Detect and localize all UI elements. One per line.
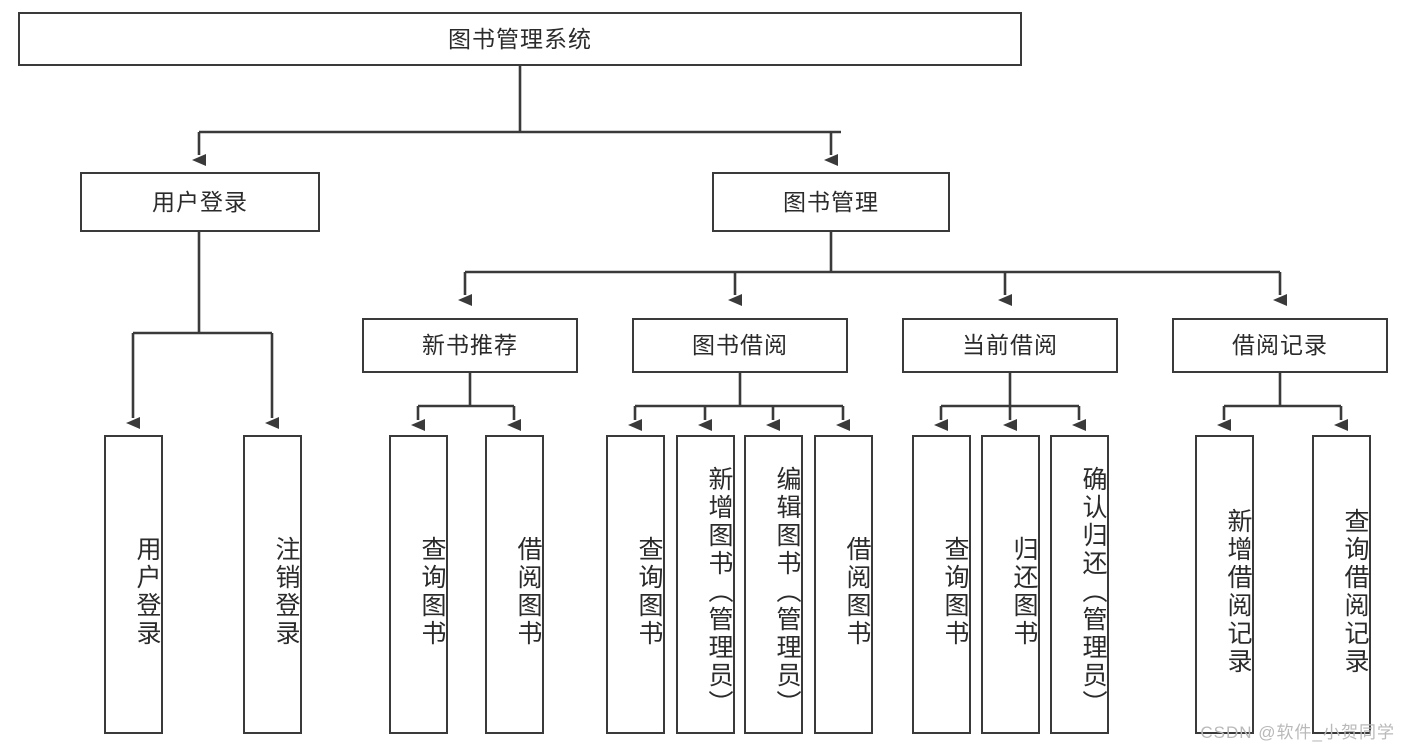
node-new-book-recommend[interactable]: 新书推荐 bbox=[362, 318, 578, 373]
leaf-label: 用户登录 bbox=[133, 535, 161, 648]
leaf-label: 确认归还（管理员） bbox=[1079, 465, 1107, 718]
leaf-label: 归还图书 bbox=[1010, 535, 1038, 648]
leaf-user-login-logout[interactable]: 注销登录 bbox=[243, 435, 302, 734]
leaf-label: 注销登录 bbox=[272, 535, 300, 648]
leaf-current-borrow-confirm[interactable]: 确认归还（管理员） bbox=[1050, 435, 1109, 734]
leaf-user-login-login[interactable]: 用户登录 bbox=[104, 435, 163, 734]
leaf-label: 查询图书 bbox=[418, 535, 446, 648]
leaf-label: 借阅图书 bbox=[514, 535, 542, 648]
node-user-login[interactable]: 用户登录 bbox=[80, 172, 320, 232]
node-book-management[interactable]: 图书管理 bbox=[712, 172, 950, 232]
leaf-current-borrow-return[interactable]: 归还图书 bbox=[981, 435, 1040, 734]
node-current-borrow[interactable]: 当前借阅 bbox=[902, 318, 1118, 373]
leaf-book-borrow-query[interactable]: 查询图书 bbox=[606, 435, 665, 734]
node-root-system[interactable]: 图书管理系统 bbox=[18, 12, 1022, 66]
leaf-label: 借阅图书 bbox=[843, 535, 871, 648]
leaf-label: 查询借阅记录 bbox=[1341, 507, 1369, 676]
leaf-new-book-borrow[interactable]: 借阅图书 bbox=[485, 435, 544, 734]
leaf-current-borrow-query[interactable]: 查询图书 bbox=[912, 435, 971, 734]
leaf-label: 编辑图书（管理员） bbox=[773, 465, 801, 718]
watermark: CSDN @软件_小贺同学 bbox=[1200, 723, 1395, 742]
node-borrow-record[interactable]: 借阅记录 bbox=[1172, 318, 1388, 373]
leaf-label: 新增借阅记录 bbox=[1224, 507, 1252, 676]
leaf-label: 查询图书 bbox=[635, 535, 663, 648]
leaf-label: 新增图书（管理员） bbox=[705, 465, 733, 718]
leaf-new-book-query[interactable]: 查询图书 bbox=[389, 435, 448, 734]
leaf-label: 查询图书 bbox=[941, 535, 969, 648]
leaf-book-borrow-borrow[interactable]: 借阅图书 bbox=[814, 435, 873, 734]
leaf-borrow-record-add[interactable]: 新增借阅记录 bbox=[1195, 435, 1254, 734]
leaf-book-borrow-edit[interactable]: 编辑图书（管理员） bbox=[744, 435, 803, 734]
node-book-borrow[interactable]: 图书借阅 bbox=[632, 318, 848, 373]
leaf-borrow-record-query[interactable]: 查询借阅记录 bbox=[1312, 435, 1371, 734]
leaf-book-borrow-add[interactable]: 新增图书（管理员） bbox=[676, 435, 735, 734]
